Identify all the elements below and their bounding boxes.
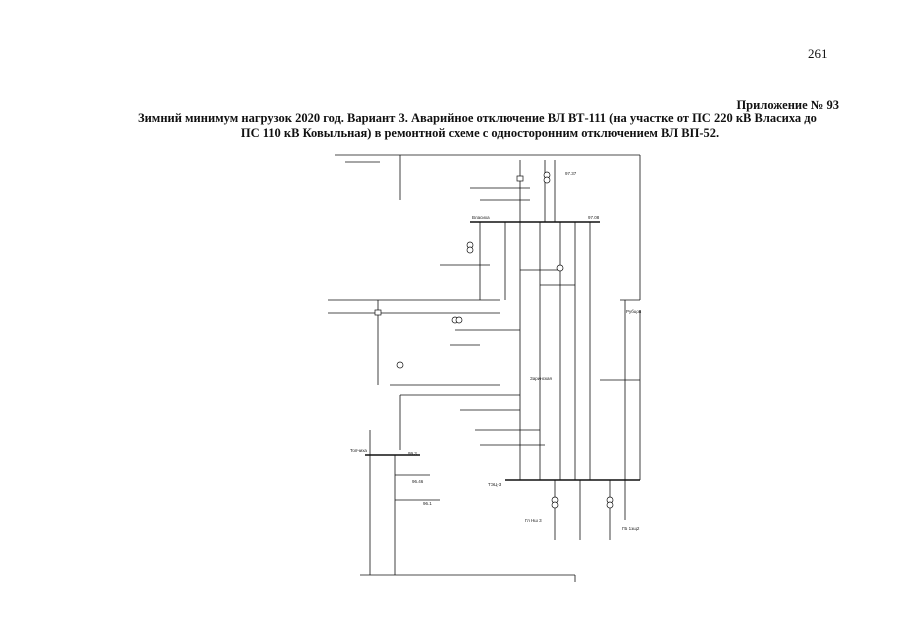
document-title: Зимний минимум нагрузок 2020 год. Вариан… <box>110 111 850 141</box>
label-bus-bottom: ТЭЦ-3 <box>488 482 502 487</box>
value-5: 96.1 <box>423 501 432 506</box>
label-gen-left: Гл Нш 3 <box>525 518 542 523</box>
transformer-icon <box>396 361 404 369</box>
switch-icon <box>374 309 382 316</box>
value-2: 97.08 <box>588 215 600 220</box>
value-3: 99.3 <box>408 451 417 456</box>
title-line-1: Зимний минимум нагрузок 2020 год. Вариан… <box>138 111 817 125</box>
equipment <box>374 171 614 509</box>
label-bus-left: Топчиха <box>350 448 367 453</box>
value-4: 96.46 <box>412 479 424 484</box>
label-bus-top: Власиха <box>472 215 490 220</box>
title-line-2: ПС 110 кВ Ковыльная) в ремонтной схеме с… <box>240 126 720 140</box>
label-right: Рубцов <box>626 309 642 314</box>
appendix-label: Приложение № 93 <box>736 98 839 112</box>
label-bus-mid: Заринская <box>530 376 553 381</box>
transformer-icon <box>556 264 564 272</box>
page-number: 261 <box>808 46 828 61</box>
value-1: 97.37 <box>565 171 577 176</box>
scheme-lines <box>328 154 641 582</box>
label-gen-right: ГБ 1зщ2 <box>622 526 640 531</box>
switch-icon <box>516 175 524 182</box>
